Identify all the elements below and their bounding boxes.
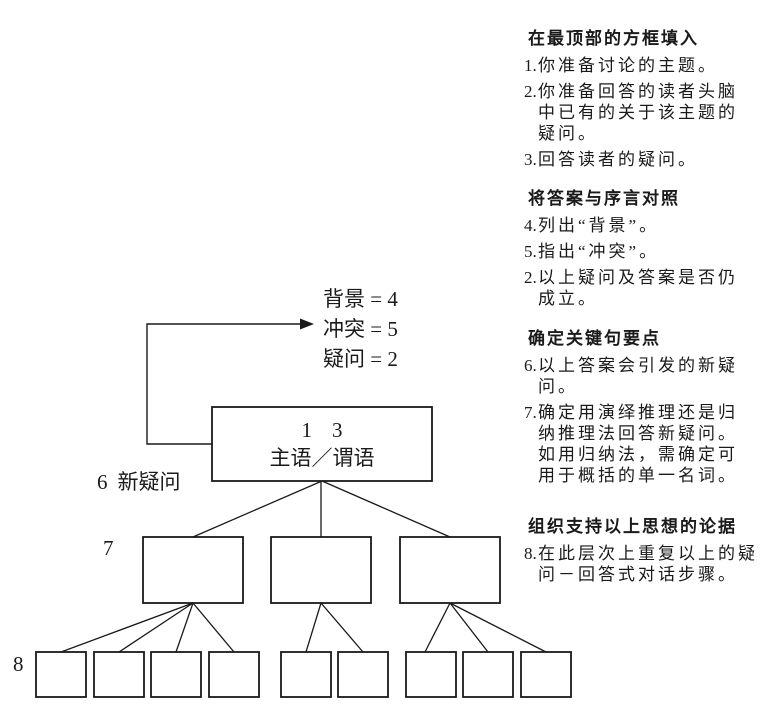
top-box: [211, 406, 433, 482]
item-number: 5.: [524, 242, 537, 261]
key-line-box-3: [399, 536, 501, 604]
top-box-label: 主语／谓语: [269, 446, 375, 470]
connector-key1-s1: [60, 602, 194, 653]
item-text: 以上疑问及答案是否仍 成立。: [538, 268, 738, 308]
instruction-item: 3.回答读者的疑问。: [524, 149, 766, 170]
support-box-8: [462, 651, 514, 698]
section-heading: 确定关键句要点: [528, 329, 661, 348]
item-text: 确定用演绎推理还是归 纳推理法回答新疑问。 如用归纳法，需确定可 用于概括的单一…: [538, 403, 738, 485]
instruction-item: 2.以上疑问及答案是否仍 成立。: [524, 267, 766, 309]
connector-key1-s2: [118, 602, 194, 653]
preface-label-background: 背景 = 4: [323, 287, 398, 311]
arrow-head-icon: [300, 318, 314, 330]
support-level-number: 8: [13, 652, 24, 676]
connector-key2-s5: [305, 602, 322, 653]
connector-key2-s6: [320, 602, 364, 653]
item-number: 8.: [524, 544, 537, 563]
section-heading: 将答案与序言对照: [528, 189, 680, 208]
item-number: 6.: [524, 356, 537, 375]
preface-label-question: 疑问 = 2: [323, 347, 398, 371]
instruction-section-preface-check: 将答案与序言对照 4.列出“背景”。 5.指出“冲突”。 2.以上疑问及答案是否…: [524, 188, 766, 309]
preface-arrow-line: [146, 323, 301, 445]
top-box-number-1: 1: [301, 418, 313, 442]
item-text: 以上答案会引发的新疑 问。: [538, 356, 738, 396]
instruction-list: 1.你准备讨论的主题。 2.你准备回答的读者头脑 中已有的关于该主题的 疑问。 …: [524, 55, 766, 170]
item-number: 2.: [524, 268, 537, 287]
preface-arrow: [146, 318, 314, 445]
connector-key1-s3: [175, 602, 194, 653]
instruction-section-support: 组织支持以上思想的论据 8.在此层次上重复以上的疑 问－回答式对话步骤。: [524, 516, 766, 585]
support-box-3: [150, 651, 202, 698]
new-question-label: 6 新疑问: [97, 471, 181, 493]
tree-boxes: [35, 406, 572, 698]
key-line-box-2: [270, 536, 372, 604]
new-question-text: 新疑问: [117, 470, 181, 494]
item-number: 2.: [524, 82, 537, 101]
item-text: 指出“冲突”。: [538, 242, 660, 261]
instruction-section-key-line: 确定关键句要点 6.以上答案会引发的新疑 问。 7.确定用演绎推理还是归 纳推理…: [524, 328, 766, 486]
item-text: 你准备回答的读者头脑 中已有的关于该主题的 疑问。: [538, 82, 738, 143]
support-box-4: [208, 651, 260, 698]
section-heading: 组织支持以上思想的论据: [528, 517, 737, 536]
tree-connectors: [60, 480, 547, 653]
connector-key3-s7: [424, 602, 451, 653]
support-box-7: [405, 651, 457, 698]
support-box-9: [520, 651, 572, 698]
item-number: 1.: [524, 56, 537, 75]
support-box-6: [337, 651, 389, 698]
new-question-number: 6: [97, 470, 108, 494]
connector-key3-s8: [449, 602, 489, 653]
instruction-item: 2.你准备回答的读者头脑 中已有的关于该主题的 疑问。: [524, 81, 766, 144]
support-box-1: [35, 651, 87, 698]
item-text: 你准备讨论的主题。: [538, 56, 718, 75]
top-box-content: 1 3 主语／谓语: [212, 407, 432, 481]
item-text: 在此层次上重复以上的疑 问－回答式对话步骤。: [538, 544, 758, 584]
support-box-2: [93, 651, 145, 698]
key-line-level-number: 7: [103, 536, 114, 560]
item-text: 回答读者的疑问。: [538, 150, 698, 169]
item-number: 4.: [524, 216, 537, 235]
item-text: 列出“背景”。: [538, 216, 660, 235]
connector-key3-s9: [449, 602, 547, 653]
key-line-box-1: [142, 536, 244, 604]
instruction-section-top-box: 在最顶部的方框填入 1.你准备讨论的主题。 2.你准备回答的读者头脑 中已有的关…: [524, 28, 766, 170]
instruction-item: 8.在此层次上重复以上的疑 问－回答式对话步骤。: [524, 543, 766, 585]
instruction-item: 4.列出“背景”。: [524, 215, 766, 236]
item-number: 7.: [524, 403, 537, 422]
top-box-number-3: 3: [332, 418, 343, 442]
instruction-item: 7.确定用演绎推理还是归 纳推理法回答新疑问。 如用归纳法，需确定可 用于概括的…: [524, 402, 766, 486]
instruction-item: 5.指出“冲突”。: [524, 241, 766, 262]
top-box-numbers: 1 3: [302, 419, 343, 441]
item-number: 3.: [524, 150, 537, 169]
section-heading: 在最顶部的方框填入: [528, 29, 699, 48]
instruction-list: 4.列出“背景”。 5.指出“冲突”。 2.以上疑问及答案是否仍 成立。: [524, 215, 766, 309]
support-box-5: [280, 651, 332, 698]
preface-label-conflict: 冲突 = 5: [323, 317, 398, 341]
preface-mapping-labels: 背景 = 4 冲突 = 5 疑问 = 2: [323, 284, 398, 374]
instruction-list: 8.在此层次上重复以上的疑 问－回答式对话步骤。: [524, 543, 766, 585]
connector-top-key3: [321, 480, 451, 538]
connector-key1-s4: [192, 602, 235, 653]
instruction-item: 1.你准备讨论的主题。: [524, 55, 766, 76]
connector-top-key1: [192, 480, 323, 538]
instruction-item: 6.以上答案会引发的新疑 问。: [524, 355, 766, 397]
instruction-list: 6.以上答案会引发的新疑 问。 7.确定用演绎推理还是归 纳推理法回答新疑问。 …: [524, 355, 766, 486]
